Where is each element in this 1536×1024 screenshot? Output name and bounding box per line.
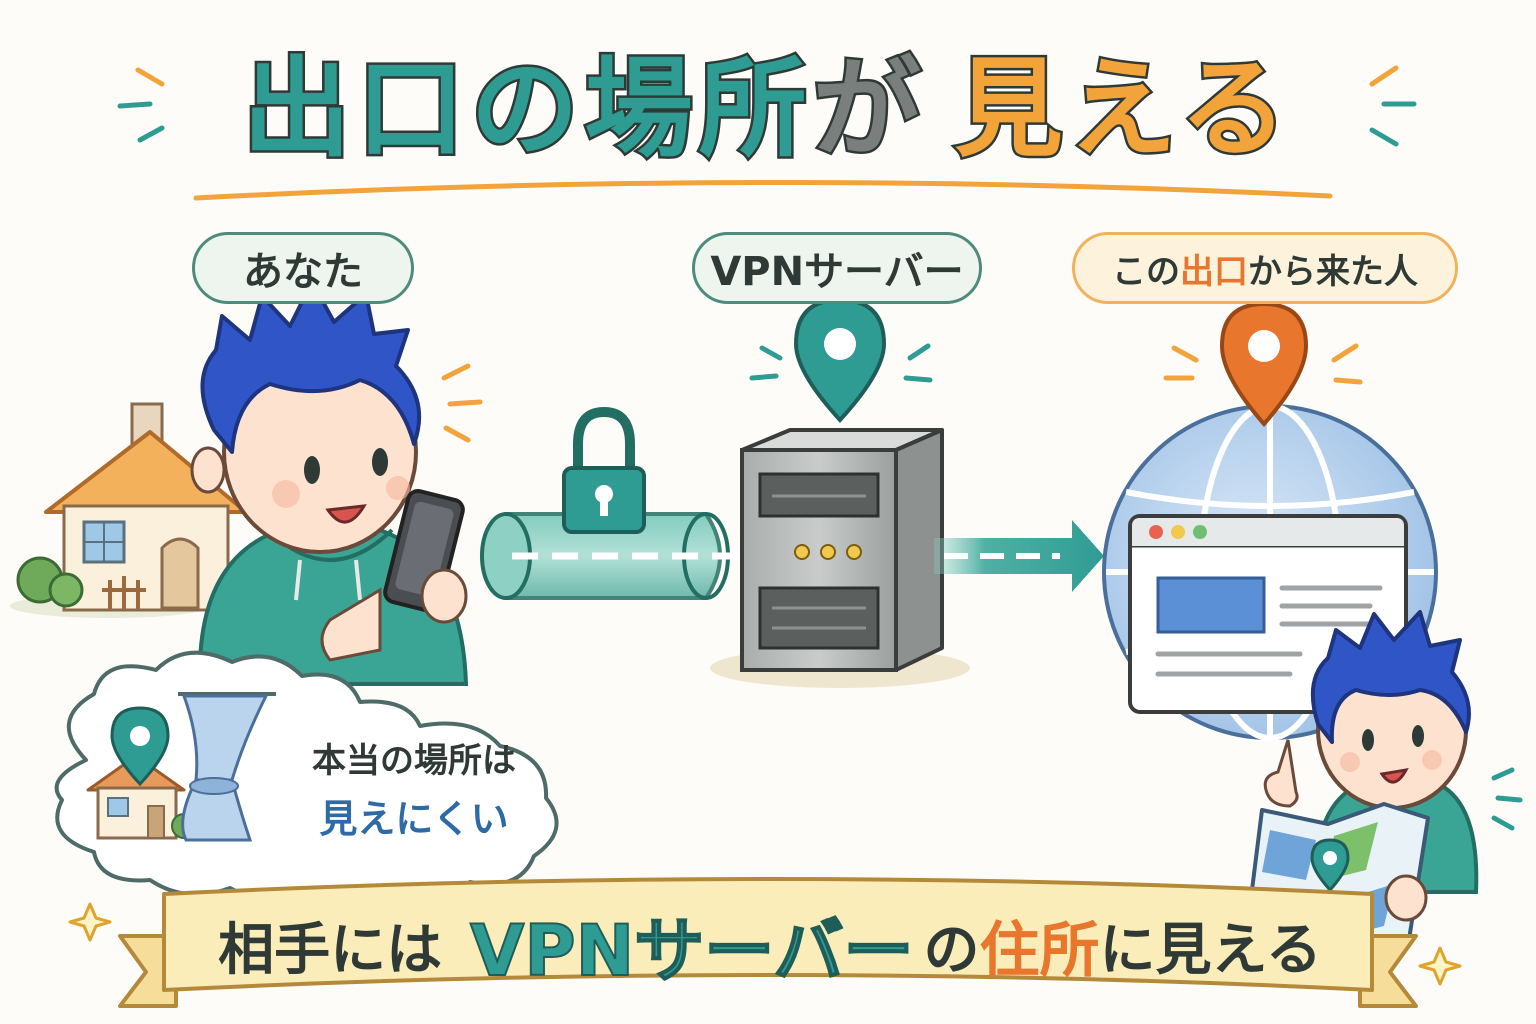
banner-part-end: に見える <box>1100 905 1322 986</box>
label-you-text: あなた <box>243 239 363 297</box>
label-exit-person: この出口から来た人 <box>1072 232 1458 304</box>
banner-caption: 相手には VPNサーバー の 住所 に見える <box>170 890 1370 1000</box>
thought-line-2: 見えにくい <box>296 790 532 848</box>
house-icon <box>10 404 246 618</box>
thought-text: 本当の場所は 見えにくい <box>296 732 532 848</box>
banner-part-vpn: VPNサーバー <box>470 895 913 996</box>
banner-part-1: 相手には <box>218 905 442 986</box>
location-pin-icon <box>796 300 884 420</box>
banner-part-no: の <box>924 905 980 986</box>
label-exit-prefix: この <box>1112 244 1180 293</box>
person-sparks <box>444 366 480 440</box>
label-exit-highlight: 出口 <box>1180 244 1248 293</box>
page-title: 出口の場所が見える <box>0 40 1536 180</box>
server-icon <box>710 430 970 688</box>
label-you: あなた <box>192 232 414 304</box>
arrow-right-icon <box>934 520 1104 592</box>
banner-part-address: 住所 <box>980 902 1100 989</box>
title-part-particle: が <box>813 47 927 172</box>
label-vpn-server: VPNサーバー <box>692 232 982 304</box>
label-vpn-server-text: VPNサーバー <box>710 239 963 297</box>
title-underline <box>196 182 1330 198</box>
title-part-exit-location: 出口の場所 <box>243 47 813 172</box>
thought-line-1: 本当の場所は <box>296 732 532 790</box>
label-exit-suffix: から来た人 <box>1248 244 1418 293</box>
lock-icon <box>564 412 644 532</box>
observer-sparks <box>1494 770 1520 828</box>
title-part-visible: 見える <box>955 47 1294 172</box>
